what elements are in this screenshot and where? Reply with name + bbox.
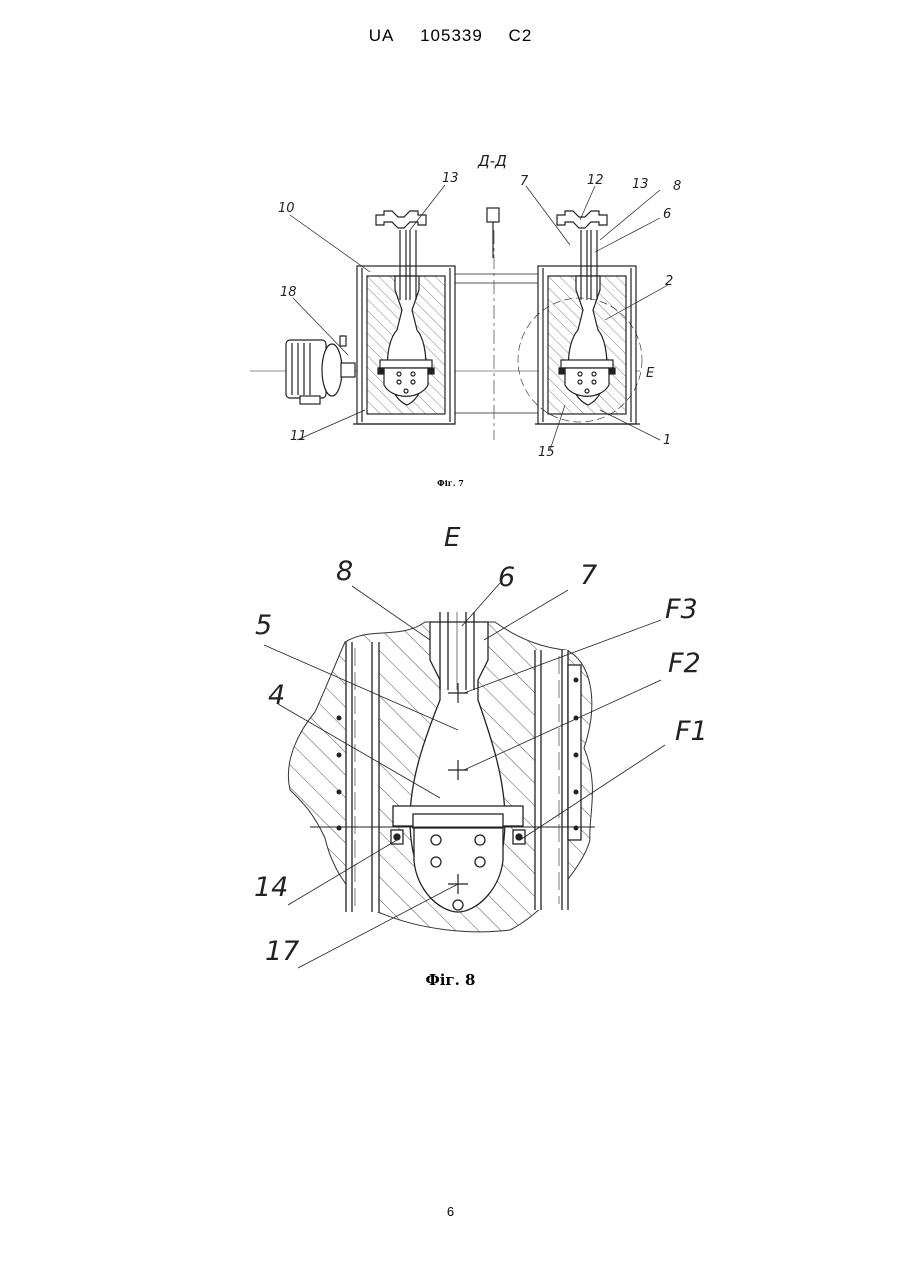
- fig7-label-18: 18: [280, 285, 297, 300]
- fig8-label-14: 14: [254, 872, 288, 903]
- fig8-label-F2: F2: [668, 648, 701, 679]
- fig7-label-8: 8: [673, 179, 681, 194]
- motor-18: [286, 336, 355, 404]
- figure-8: E: [254, 523, 708, 968]
- section-title-dd: Д-Д: [477, 152, 507, 170]
- page-number: 6: [0, 1204, 901, 1219]
- fig7-label-12: 12: [587, 173, 604, 188]
- fig8-label-8: 8: [336, 556, 353, 587]
- detail-title-E: E: [444, 523, 461, 553]
- fig7-label-1: 1: [663, 433, 671, 448]
- fig7-label-10: 10: [278, 201, 295, 216]
- fig7-label-2: 2: [665, 274, 673, 289]
- fig7-label-15: 15: [538, 445, 555, 460]
- fig8-label-17: 17: [265, 936, 299, 967]
- figure-7-caption: Фіг. 7: [0, 478, 901, 488]
- fig7-label-E: E: [646, 366, 655, 381]
- fig7-label-6: 6: [663, 207, 671, 222]
- fig7-label-13a: 13: [442, 171, 459, 186]
- fig8-label-6: 6: [498, 562, 515, 593]
- figure-7: Д-Д: [250, 152, 681, 460]
- right-mould-block: [518, 211, 642, 424]
- fig7-label-11: 11: [290, 429, 307, 444]
- fig8-label-7: 7: [580, 560, 597, 591]
- fig7-label-7: 7: [520, 174, 529, 189]
- left-mould-block: [353, 211, 455, 424]
- fig8-label-F1: F1: [675, 716, 708, 747]
- fig8-label-F3: F3: [665, 594, 698, 625]
- figure-8-caption: Фіг. 8: [0, 971, 901, 989]
- fig8-label-4: 4: [268, 680, 285, 711]
- fig8-label-5: 5: [255, 610, 272, 641]
- fig7-label-13b: 13: [632, 177, 649, 192]
